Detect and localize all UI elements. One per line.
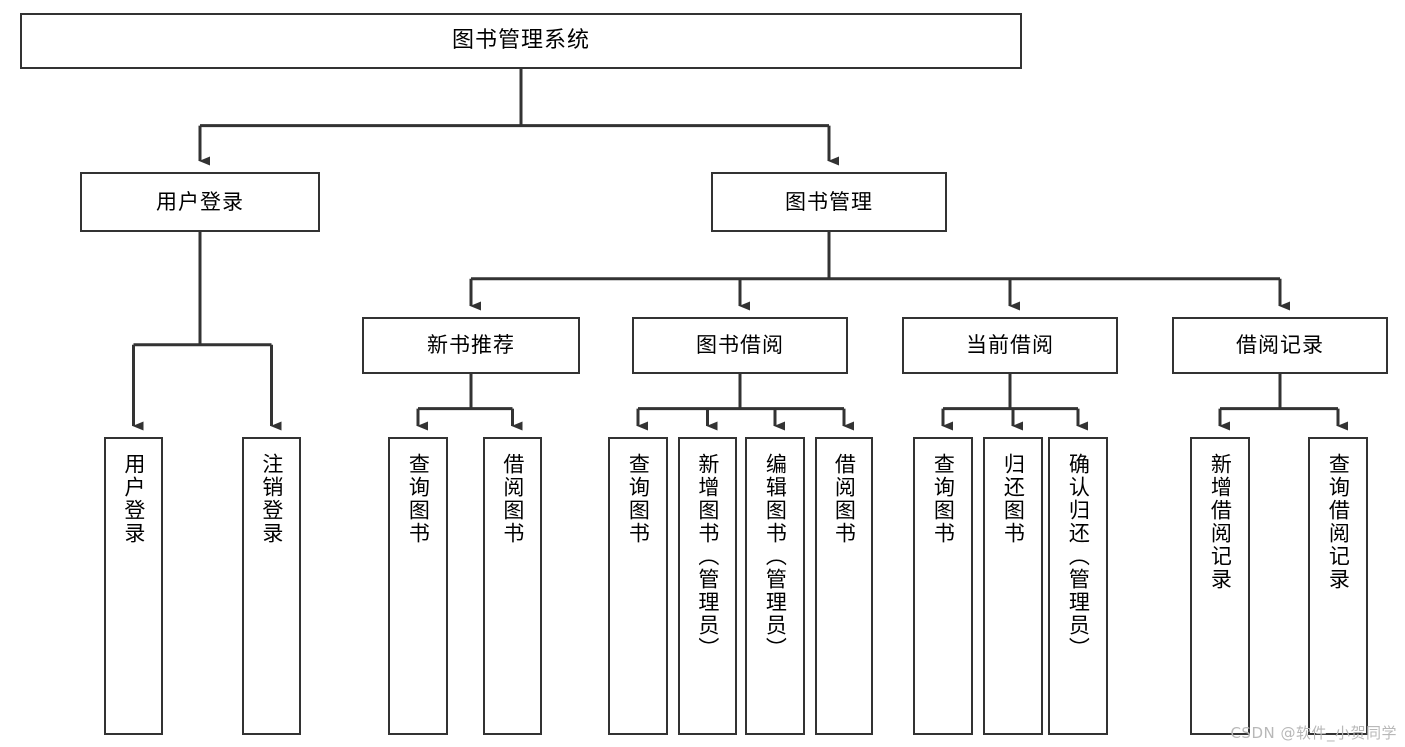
node-label: 编辑图书（管理员）	[763, 453, 788, 660]
node-label: 查询借阅记录	[1326, 453, 1351, 591]
node-leaf-add-record[interactable]: 新增借阅记录	[1190, 437, 1250, 735]
node-label: 查询图书	[931, 453, 956, 545]
node-label: 借阅图书	[832, 453, 857, 545]
node-leaf-query-record[interactable]: 查询借阅记录	[1308, 437, 1368, 735]
node-book-borrow[interactable]: 图书借阅	[632, 317, 848, 374]
node-label: 用户登录	[156, 189, 244, 214]
node-label: 用户登录	[121, 453, 146, 545]
node-label: 新书推荐	[427, 333, 515, 358]
node-root[interactable]: 图书管理系统	[20, 13, 1022, 69]
node-label: 查询图书	[406, 453, 431, 545]
node-label: 图书借阅	[696, 333, 784, 358]
node-leaf-query-book-cur[interactable]: 查询图书	[913, 437, 973, 735]
node-leaf-edit-book[interactable]: 编辑图书（管理员）	[745, 437, 805, 735]
node-label: 确认归还（管理员）	[1066, 453, 1091, 660]
node-new-book-recommend[interactable]: 新书推荐	[362, 317, 580, 374]
node-leaf-confirm-return[interactable]: 确认归还（管理员）	[1048, 437, 1108, 735]
node-leaf-user-login[interactable]: 用户登录	[104, 437, 163, 735]
node-label: 查询图书	[626, 453, 651, 545]
node-label: 注销登录	[259, 453, 284, 545]
node-leaf-borrow-book[interactable]: 借阅图书	[815, 437, 873, 735]
node-label: 归还图书	[1001, 453, 1026, 545]
node-leaf-query-book-borrow[interactable]: 查询图书	[608, 437, 668, 735]
node-label: 当前借阅	[966, 333, 1054, 358]
node-borrow-record[interactable]: 借阅记录	[1172, 317, 1388, 374]
node-label: 借阅记录	[1236, 333, 1324, 358]
node-leaf-query-book-rec[interactable]: 查询图书	[388, 437, 448, 735]
node-user-login[interactable]: 用户登录	[80, 172, 320, 232]
node-label: 新增借阅记录	[1208, 453, 1233, 591]
node-book-manage[interactable]: 图书管理	[711, 172, 947, 232]
node-leaf-return-book[interactable]: 归还图书	[983, 437, 1043, 735]
node-current-borrow[interactable]: 当前借阅	[902, 317, 1118, 374]
node-leaf-add-book[interactable]: 新增图书（管理员）	[678, 437, 737, 735]
node-label: 新增图书（管理员）	[695, 453, 720, 660]
node-label: 借阅图书	[500, 453, 525, 545]
node-leaf-borrow-book-rec[interactable]: 借阅图书	[483, 437, 542, 735]
node-label: 图书管理系统	[451, 28, 590, 54]
node-leaf-logout[interactable]: 注销登录	[242, 437, 301, 735]
node-label: 图书管理	[785, 189, 873, 214]
